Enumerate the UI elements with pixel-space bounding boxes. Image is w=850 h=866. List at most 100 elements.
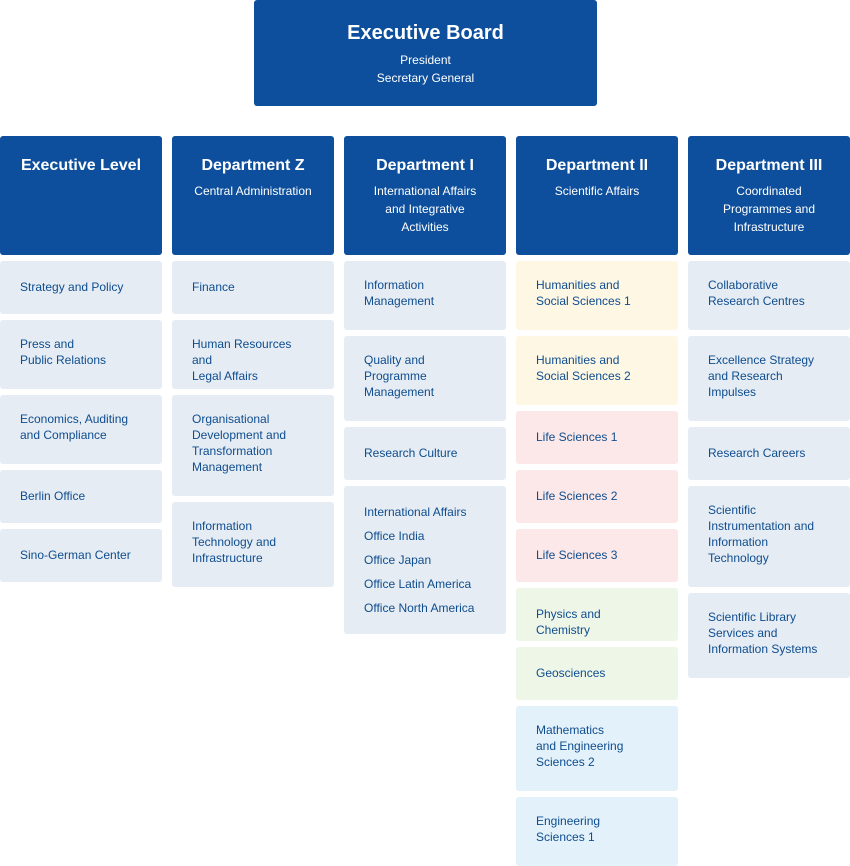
unit-label-line: Human Resources and (192, 337, 292, 367)
unit-box-research-culture: Research Culture (344, 427, 506, 480)
unit-label-line: Collaborative (708, 278, 779, 292)
unit-label-line: Strategy and Policy (20, 280, 124, 294)
unit-box-research-careers: Research Careers (688, 427, 850, 480)
unit-label-line: Scientific Library (708, 610, 797, 624)
unit-label-line: Economics, Auditing (20, 412, 129, 426)
unit-label-line: Social Sciences 2 (536, 369, 631, 383)
column-subtitle-line: Infrastructure (733, 220, 805, 234)
unit-box-strategy-and-policy: Strategy and Policy (0, 261, 162, 314)
unit-label-line: Geosciences (536, 666, 606, 680)
unit-label-line: Office India (364, 529, 425, 543)
unit-label-line: and Compliance (20, 428, 107, 442)
unit-label-line: Information (192, 519, 253, 533)
column-subtitle-line: Scientific Affairs (554, 184, 640, 198)
unit-box-economics-auditing-and-compliance: Economics, Auditing and Compliance (0, 395, 162, 464)
unit-box-life-sciences-3: Life Sciences 3 (516, 529, 678, 582)
column-header: Department I International Affairs and Int… (344, 136, 506, 255)
unit-label-line: Programme (364, 369, 427, 383)
unit-label-line: Life Sciences 1 (536, 430, 618, 444)
unit-label-line: Management (364, 294, 435, 308)
unit-box-geosciences: Geosciences (516, 647, 678, 700)
unit-box-berlin-office: Berlin Office (0, 470, 162, 523)
unit-label-line: Life Sciences 2 (536, 489, 618, 503)
unit-label-line: Transformation (192, 444, 273, 458)
column-header: Executive Level (0, 136, 162, 255)
unit-label-line: Technology (708, 551, 769, 565)
unit-label-line: Finance (192, 280, 235, 294)
unit-label-line: Information Systems (708, 642, 818, 656)
unit-label-line: Information (708, 535, 769, 549)
column-title: Department I (376, 157, 474, 174)
column-title: Department Z (201, 157, 305, 174)
unit-label-line: Sciences 1 (536, 830, 595, 844)
unit-label-line: Excellence Strategy (708, 353, 815, 367)
column-header: Department Z Central Administration (172, 136, 334, 255)
column-subtitle-line: Central Administration (194, 184, 312, 198)
board-member-president: President (400, 53, 451, 67)
column-subtitle-line: Coordinated (736, 184, 802, 198)
unit-label-line: Office Japan (364, 553, 432, 567)
column-subtitle-line: International Affairs (373, 184, 477, 198)
unit-label-line: Infrastructure (192, 551, 263, 565)
unit-box-physics-and-chemistry: Physics and Chemistry (516, 588, 678, 641)
unit-label-line: Physics and Chemistry (536, 607, 601, 637)
unit-label-line: Development and (192, 428, 287, 442)
unit-box-sino-german-center: Sino-German Center (0, 529, 162, 582)
unit-label-line: International Affairs (364, 505, 467, 519)
unit-label-line: Sciences 2 (536, 755, 595, 769)
unit-label-line: Office Latin America (364, 577, 472, 591)
unit-label-line: Organisational (192, 412, 270, 426)
board-member-secretary-general: Secretary General (376, 71, 475, 85)
executive-board-box: Executive Board President Secretary Gene… (254, 0, 597, 106)
column-subtitle-line: and Integrative (385, 202, 465, 216)
unit-label-line: Mathematics (536, 723, 605, 737)
column-subtitle-line: Activities (401, 220, 449, 234)
column-subtitle: Central Administration (172, 182, 334, 200)
unit-label-line: Management (364, 385, 435, 399)
unit-label-line: Engineering (536, 814, 601, 828)
unit-label-line: Press and (20, 337, 75, 351)
unit-label-line: Instrumentation and (708, 519, 815, 533)
unit-label-line: Management (192, 460, 263, 474)
unit-label-line: Social Sciences 1 (536, 294, 631, 308)
unit-box-finance: Finance (172, 261, 334, 314)
unit-label-line: and Engineering (536, 739, 624, 753)
column-subtitle-line: Programmes and (722, 202, 816, 216)
unit-label-line: Research Culture (364, 446, 458, 460)
unit-label-line: Humanities and (536, 278, 620, 292)
unit-box-life-sciences-2: Life Sciences 2 (516, 470, 678, 523)
unit-label-line: Office North America (364, 601, 475, 615)
unit-label-line: Technology and (192, 535, 277, 549)
unit-label-line: Legal Affairs (192, 369, 258, 383)
unit-label-line: Sino-German Center (20, 548, 131, 562)
unit-label-line: Public Relations (20, 353, 107, 367)
unit-label-line: Research Careers (708, 446, 806, 460)
unit-label-line: and Research (708, 369, 783, 383)
column-title: Department II (545, 157, 649, 174)
column-subtitle: Scientific Affairs (516, 182, 678, 200)
column-title: Executive Level (20, 157, 142, 174)
unit-label-line: Impulses (708, 385, 757, 399)
column-title: Department III (715, 157, 823, 174)
executive-board-title: Executive Board (347, 22, 504, 44)
unit-label-line: Services and (708, 626, 778, 640)
unit-label-line: Berlin Office (20, 489, 86, 503)
